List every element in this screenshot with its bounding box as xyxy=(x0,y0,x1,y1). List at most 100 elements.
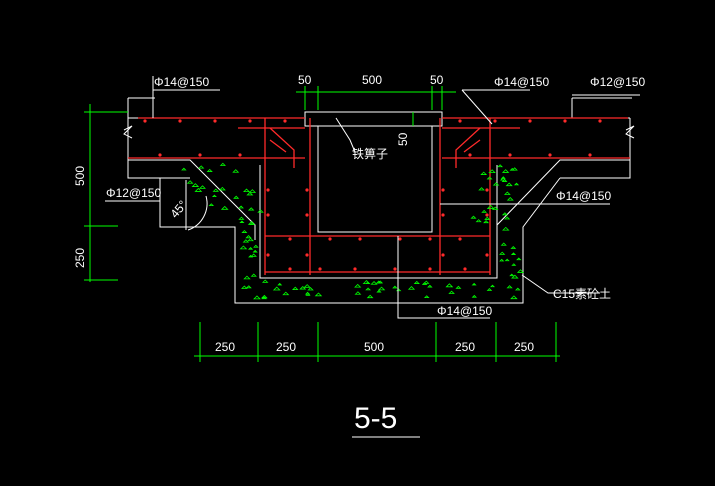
speckle-mark xyxy=(249,222,255,225)
rebar-dot xyxy=(485,213,489,217)
speckle-mark xyxy=(516,257,522,261)
leader-lines xyxy=(105,76,640,319)
speckle-mark xyxy=(354,291,362,295)
label-top-right-rebar-a: Φ14@150 xyxy=(494,75,549,89)
rebar-dot xyxy=(428,237,432,241)
speckle-mark xyxy=(247,237,254,242)
speckle-mark xyxy=(246,191,254,196)
rebar-dot xyxy=(493,119,497,123)
speckle-mark xyxy=(375,280,382,284)
speckle-mark xyxy=(277,282,283,286)
rebar-dot xyxy=(266,188,270,192)
speckle-mark xyxy=(499,177,507,181)
concrete-outline xyxy=(123,97,635,304)
speckle-mark xyxy=(250,273,257,277)
dim-bottom-2: 250 xyxy=(276,340,296,354)
rebar-dot xyxy=(318,267,322,271)
rebar-dot xyxy=(458,237,462,241)
rebar-dot xyxy=(588,153,592,157)
speckle-mark xyxy=(481,209,488,213)
rebar-dot xyxy=(305,253,309,257)
speckle-mark xyxy=(511,263,517,266)
rebar-dot xyxy=(238,153,242,157)
rebar-dot xyxy=(548,153,552,157)
speckle-mark xyxy=(199,185,206,189)
speckle-mark xyxy=(492,182,500,186)
rebar-dot xyxy=(441,188,445,192)
speckle-mark xyxy=(253,295,261,300)
speckle-mark xyxy=(354,283,362,288)
speckle-mark xyxy=(501,179,508,182)
speckle-mark xyxy=(509,273,515,277)
speckle-mark xyxy=(413,280,420,284)
speckle-mark xyxy=(448,290,455,294)
speckle-mark xyxy=(305,293,311,296)
label-grate: 铁箅子 xyxy=(352,146,388,161)
rebar-dot xyxy=(528,119,532,123)
speckle-mark xyxy=(516,269,525,273)
speckle-mark xyxy=(291,286,299,290)
rebar-dot xyxy=(328,237,332,241)
speckle-mark xyxy=(423,280,430,284)
speckle-mark xyxy=(239,220,245,223)
rebar-dot xyxy=(143,119,147,123)
rebar-dot xyxy=(288,267,292,271)
speckle-mark xyxy=(218,186,226,191)
speckle-mark xyxy=(370,280,378,285)
dim-bottom-1: 250 xyxy=(215,340,235,354)
speckle-mark xyxy=(191,183,200,187)
rebar-dot xyxy=(398,237,402,241)
speckle-mark xyxy=(240,285,248,289)
speckle-mark xyxy=(272,286,281,291)
dim-top-right-50: 50 xyxy=(430,73,444,87)
speckle-mark xyxy=(220,205,229,210)
speckle-mark xyxy=(471,282,477,286)
speckle-mark xyxy=(445,283,454,288)
speckle-mark xyxy=(241,229,248,233)
speckle-mark xyxy=(181,167,187,171)
speckle-mark xyxy=(478,187,485,191)
speckle-mark xyxy=(238,205,244,209)
speckle-mark xyxy=(238,216,245,220)
speckle-mark xyxy=(314,292,323,297)
rebar-dot xyxy=(508,153,512,157)
speckle-mark xyxy=(500,176,506,179)
rebar-dot xyxy=(288,237,292,241)
dim-left-250: 250 xyxy=(73,248,87,268)
speckle-mark xyxy=(248,247,254,250)
speckle-mark xyxy=(186,180,194,184)
speckle-mark xyxy=(509,167,515,171)
speckle-mark xyxy=(242,239,250,243)
rebar-dot xyxy=(248,119,252,123)
speckle-mark xyxy=(248,207,255,211)
speckle-mark xyxy=(377,286,386,291)
speckle-mark xyxy=(232,169,240,173)
speckle-mark xyxy=(206,168,213,172)
rebar-dot xyxy=(428,267,432,271)
speckle-mark xyxy=(257,209,264,213)
rebar-dot xyxy=(598,119,602,123)
concrete-speckle xyxy=(181,162,525,300)
rebar-lines xyxy=(128,117,630,275)
speckle-mark xyxy=(486,176,493,180)
speckle-mark xyxy=(252,249,258,253)
speckle-mark xyxy=(194,187,203,192)
label-bottom-rebar: Φ14@150 xyxy=(437,304,492,318)
speckle-mark xyxy=(198,165,205,169)
rebar-dot xyxy=(463,267,467,271)
rebar-dot xyxy=(441,253,445,257)
speckle-mark xyxy=(486,204,495,209)
speckle-mark xyxy=(510,252,517,255)
label-right-rebar: Φ14@150 xyxy=(556,189,611,203)
speckle-mark xyxy=(248,254,254,258)
rebar-dot xyxy=(468,153,472,157)
speckle-mark xyxy=(500,242,507,246)
speckle-mark xyxy=(299,285,307,290)
dim-bottom-4: 250 xyxy=(455,340,475,354)
label-angle: 45° xyxy=(167,198,190,221)
speckle-mark xyxy=(511,274,519,279)
rebar-dot xyxy=(283,119,287,123)
rebar-dot xyxy=(266,213,270,217)
speckle-mark xyxy=(501,169,510,173)
speckle-mark xyxy=(506,285,513,289)
